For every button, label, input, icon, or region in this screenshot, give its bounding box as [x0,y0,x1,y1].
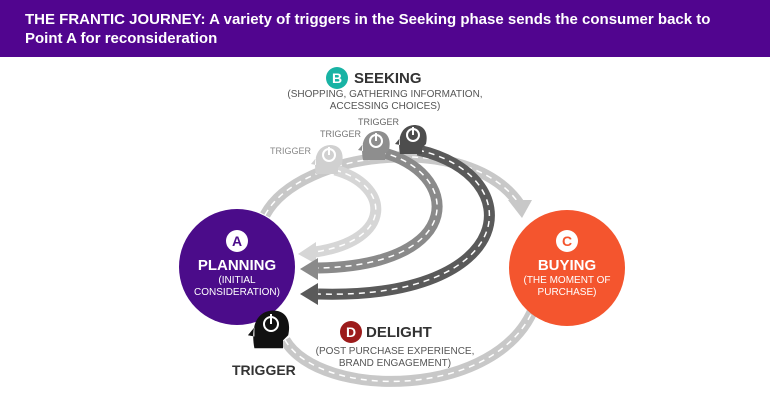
header-banner: THE FRANTIC JOURNEY: A variety of trigge… [0,0,770,57]
badge-c [556,230,578,252]
badge-d [340,321,362,343]
road-buying-to-planning [280,302,541,387]
badge-a-letter: A [231,233,243,249]
road-return-dark [300,144,495,305]
arrowhead [508,200,532,218]
trigger-head-icon [395,125,427,154]
seeking-sub1: (SHOPPING, GATHERING INFORMATION, [287,89,483,100]
delight-label: DELIGHT [366,324,432,341]
trigger-label-main: TRIGGER [232,362,296,378]
badge-d-letter: D [345,324,357,340]
planning-label: PLANNING [197,257,277,274]
header-title: THE FRANTIC JOURNEY: A variety of trigge… [25,11,711,47]
road-return-mid [300,146,443,280]
badge-a [226,230,248,252]
seeking-sub2: ACCESSING CHOICES) [329,101,441,112]
seeking-label: SEEKING [354,70,422,87]
delight-sub2: BRAND ENGAGEMENT) [338,358,452,369]
planning-sub2: CONSIDERATION) [194,287,280,298]
buying-sub2: PURCHASE) [537,287,597,298]
buying-sub1: (THE MOMENT OF [523,275,611,286]
buying-label: BUYING [537,257,597,274]
badge-c-letter: C [561,233,573,249]
buying-circle [509,210,625,326]
trigger-label: TRIGGER [358,117,400,127]
planning-circle [179,209,295,325]
road-return-light [298,164,382,264]
badge-b-letter: B [331,70,343,86]
planning-sub1: (INITIAL [218,275,256,286]
trigger-head-icon [358,131,390,160]
trigger-head-icon [311,145,343,174]
trigger-label: TRIGGER [270,146,312,156]
trigger-head-icon [247,310,290,349]
badge-b [326,67,348,89]
delight-sub1: (POST PURCHASE EXPERIENCE, [315,346,475,357]
trigger-label: TRIGGER [320,129,362,139]
